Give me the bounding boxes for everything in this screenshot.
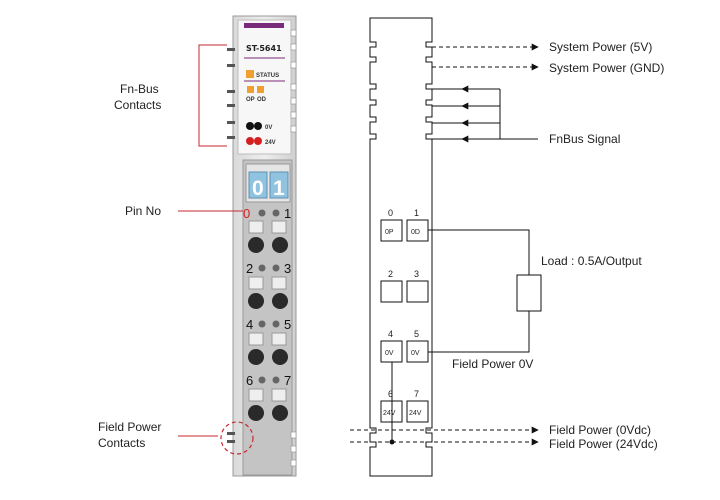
- schematic: [350, 17, 542, 477]
- system-power-gnd-label: System Power (GND): [549, 61, 664, 75]
- module-picture: ST-5641 STATUS OP OD 0V 24V: [227, 15, 297, 477]
- system-power-5v-label: System Power (5V): [549, 40, 652, 54]
- schematic-pin-4-label: 0V: [385, 350, 394, 357]
- field-power-24vdc-label: Field Power (24Vdc): [549, 437, 658, 451]
- module-comb-notches: [290, 29, 297, 133]
- field-power-contact-bars: [227, 432, 235, 443]
- schematic-pin-7-number: 7: [414, 389, 419, 399]
- schematic-pin-6-label: 24V: [383, 410, 396, 417]
- digit-left: 0: [252, 177, 264, 200]
- pin-number-7: 7: [284, 373, 291, 388]
- digit-left-box: [248, 171, 268, 199]
- fn-bus-contact-bars: [227, 48, 235, 139]
- module-bottom-notches: [290, 431, 297, 467]
- 24v-label: 24V: [265, 140, 276, 146]
- pin-no-label: Pin No: [125, 204, 161, 218]
- field-power-circle: [220, 421, 254, 455]
- od-label: OD: [257, 97, 267, 103]
- op-led: [247, 86, 254, 93]
- 0v-led-left: [246, 122, 254, 130]
- pin-number-5: 5: [284, 317, 291, 332]
- fn-bus-label-line1: Fn-Bus: [120, 82, 159, 96]
- load-wire-top: [428, 229, 530, 275]
- schematic-pin-7-box: [406, 400, 429, 423]
- schematic-pin-0-box: [380, 219, 403, 242]
- field-power-0vdc-label: Field Power (0Vdc): [549, 423, 651, 437]
- field-power-0v-label: Field Power 0V: [452, 357, 533, 371]
- load-label: Load : 0.5A/Output: [541, 254, 642, 268]
- schematic-pin-6-number: 6: [388, 389, 393, 399]
- schematic-pin-4-number: 4: [388, 329, 393, 339]
- schematic-pin-3-number: 3: [414, 269, 419, 279]
- 24v-led-left: [246, 137, 254, 145]
- fnbus-signal-label: FnBus Signal: [549, 132, 620, 146]
- pin-number-2: 2: [246, 261, 253, 276]
- pin-number-4: 4: [246, 317, 253, 332]
- module-model: ST-5641: [246, 44, 282, 53]
- 0v-label: 0V: [265, 125, 272, 131]
- digit-right-box: [269, 171, 289, 199]
- schematic-pin-5-label: 0V: [411, 350, 420, 357]
- junction-dot: [389, 439, 395, 445]
- schematic-pin-5-number: 5: [414, 329, 419, 339]
- schematic-outline: [369, 17, 433, 477]
- schematic-text: System Power (5V) System Power (GND) FnB…: [452, 40, 664, 451]
- terminal-block: [242, 159, 293, 476]
- schematic-pin-0-number: 0: [388, 208, 393, 218]
- digit-right: 1: [273, 177, 285, 200]
- schematic-pin-3-box: [406, 280, 429, 303]
- pin-number-0: 0: [243, 206, 250, 221]
- pin-number-3: 3: [284, 261, 291, 276]
- schematic-pin-1-number: 1: [414, 208, 419, 218]
- load-wire-bottom: [428, 311, 530, 353]
- field-power-contacts-line2: Contacts: [98, 436, 145, 450]
- schematic-pin-7-label: 24V: [409, 410, 422, 417]
- module-label-panel: [237, 19, 292, 155]
- status-led: [246, 70, 254, 78]
- schematic-pin-2-number: 2: [388, 269, 393, 279]
- od-led: [257, 86, 264, 93]
- pin-number-6: 6: [246, 373, 253, 388]
- status-label: STATUS: [256, 73, 279, 79]
- terminal-pins: 0 1 2 3 4 5 6 7: [243, 206, 291, 421]
- left-annotations: Fn-Bus Contacts Pin No Field Power Conta…: [98, 44, 254, 455]
- load-resistor: [516, 274, 542, 312]
- 24v-led-right: [254, 137, 262, 145]
- schematic-pin-1-label: 0D: [411, 229, 420, 236]
- field-power-contacts-line1: Field Power: [98, 420, 161, 434]
- op-label: OP: [246, 97, 255, 103]
- 0v-led-right: [254, 122, 262, 130]
- module-purple-stripe: [244, 23, 284, 28]
- schematic-pin-0-label: 0P: [385, 229, 394, 236]
- schematic-pin-labels: 0 1 0P 0D 2 3 4 5 0V 0V 6 7 24V 24V: [383, 208, 422, 417]
- fn-bus-bracket: [198, 44, 227, 147]
- pin-number-1: 1: [284, 206, 291, 221]
- fn-bus-label-line2: Contacts: [114, 98, 161, 112]
- schematic-pin-2-box: [380, 280, 403, 303]
